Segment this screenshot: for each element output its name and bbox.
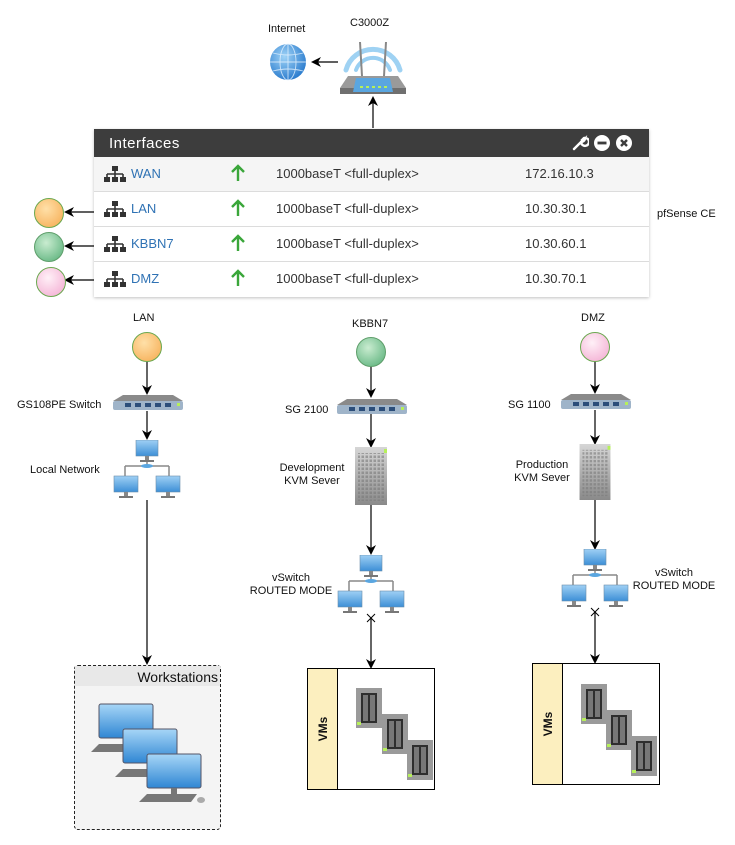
widget-title: Interfaces (109, 135, 180, 152)
network-icon (104, 201, 126, 220)
vswitch-label-line1: vSwitch (272, 572, 310, 584)
workstations-title: Workstations (137, 669, 218, 685)
close-circle-icon[interactable] (615, 134, 633, 152)
vm-server-icon (606, 710, 632, 755)
kbbn7-switch-label: SG 2100 (285, 404, 329, 416)
network-computers-icon (112, 439, 182, 507)
vm-server-icon (631, 736, 657, 781)
router-label: C3000Z (350, 17, 390, 29)
ip-address: 10.30.60.1 (525, 236, 587, 251)
globe-icon (268, 42, 308, 87)
wrench-icon[interactable] (571, 134, 589, 152)
ip-address: 172.16.10.3 (525, 166, 594, 181)
vswitch-label-line1: vSwitch (655, 567, 693, 579)
kbbn7-column-circle (356, 337, 386, 367)
lan-switch-label: GS108PE Switch (17, 399, 102, 411)
interface-link[interactable]: WAN (131, 166, 161, 181)
vm-server-icon (382, 714, 408, 759)
network-icon (104, 271, 126, 290)
local-network-label: Local Network (30, 464, 100, 476)
interface-link[interactable]: LAN (131, 201, 157, 216)
dmz-switch-label: SG 1100 (508, 399, 551, 411)
media-text: 1000baseT <full-duplex> (276, 166, 419, 181)
vswitch-network-icon (336, 554, 406, 622)
prod-server-label-line1: Production (515, 459, 569, 471)
status-up-arrow-icon (230, 199, 246, 220)
media-text: 1000baseT <full-duplex> (276, 271, 419, 286)
dmz-column-circle (580, 332, 610, 362)
wireless-router-icon (338, 30, 408, 103)
dev-server-label-line1: Development (279, 462, 345, 474)
interface-row-kbbn7: KBBN7 1000baseT <full-duplex> 10.30.60.1 (94, 226, 649, 261)
status-up-arrow-icon (230, 234, 246, 255)
kbbn7-node-circle (34, 232, 64, 262)
vm-server-icon (407, 740, 433, 785)
status-up-arrow-icon (230, 269, 246, 290)
network-icon (104, 166, 126, 185)
lan-node-circle (34, 198, 64, 228)
dev-server-label: Development KVM Sever (270, 462, 354, 488)
lan-column-circle (132, 332, 162, 362)
dmz-vms-container: VMs (532, 663, 660, 785)
workstations-group: Workstations (74, 665, 221, 830)
interface-link[interactable]: DMZ (131, 271, 160, 286)
minus-circle-icon[interactable] (593, 134, 611, 152)
widget-header: Interfaces (94, 129, 649, 157)
lan-column-title: LAN (133, 312, 155, 324)
ip-address: 10.30.30.1 (525, 201, 587, 216)
network-icon (104, 236, 126, 255)
vms-label: VMs (315, 716, 330, 742)
prod-server-label: Production KVM Sever (500, 459, 584, 485)
media-text: 1000baseT <full-duplex> (276, 236, 419, 251)
vm-server-icon (356, 688, 382, 733)
dmz-node-circle (36, 267, 66, 297)
kbbn7-vms-container: VMs (307, 668, 435, 790)
network-switch-icon (111, 393, 185, 418)
interfaces-widget: Interfaces WAN 1000baseT <full-duplex> 1… (94, 129, 649, 297)
dev-server-label-line2: KVM Sever (284, 475, 340, 487)
vswitch-label-line2: ROUTED MODE (632, 580, 716, 592)
media-text: 1000baseT <full-duplex> (276, 201, 419, 216)
vm-server-icon (581, 684, 607, 729)
network-switch-icon (559, 392, 633, 417)
workstations-icon (89, 700, 209, 817)
prod-server-label-line2: KVM Sever (514, 472, 570, 484)
server-tower-icon (353, 447, 389, 510)
vswitch-network-icon (560, 548, 630, 616)
vms-label: VMs (540, 711, 555, 737)
dmz-column-title: DMZ (581, 312, 605, 324)
kbbn7-vswitch-label: vSwitch ROUTED MODE (249, 572, 333, 598)
internet-label: Internet (268, 23, 306, 35)
interface-row-dmz: DMZ 1000baseT <full-duplex> 10.30.70.1 (94, 261, 649, 296)
interface-row-wan: WAN 1000baseT <full-duplex> 172.16.10.3 (94, 157, 649, 191)
interface-link[interactable]: KBBN7 (131, 236, 174, 251)
dmz-vswitch-label: vSwitch ROUTED MODE (632, 567, 716, 593)
server-tower-icon (577, 444, 613, 505)
pfsense-label: pfSense CE (657, 208, 716, 220)
interfaces-table: WAN 1000baseT <full-duplex> 172.16.10.3 … (94, 157, 649, 296)
ip-address: 10.30.70.1 (525, 271, 587, 286)
network-switch-icon (335, 397, 409, 422)
kbbn7-column-title: KBBN7 (352, 318, 389, 330)
vswitch-label-line2: ROUTED MODE (249, 585, 333, 597)
status-up-arrow-icon (230, 164, 246, 185)
interface-row-lan: LAN 1000baseT <full-duplex> 10.30.30.1 (94, 191, 649, 226)
